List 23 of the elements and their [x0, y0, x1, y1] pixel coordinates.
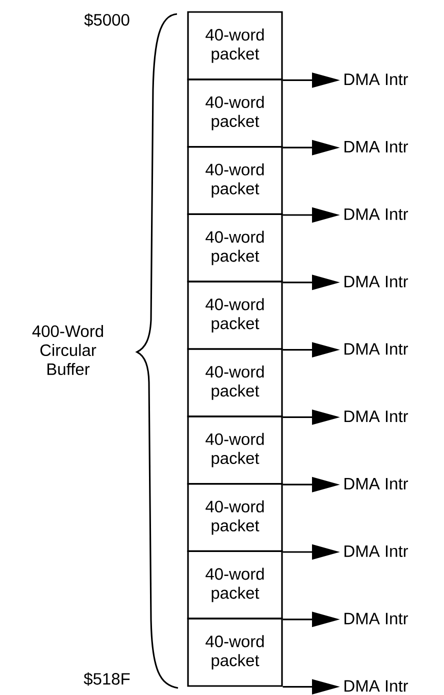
packet-box: 40-word packet — [187, 11, 283, 80]
packet-box: 40-word packet — [187, 416, 283, 485]
interrupt-label: DMA Intr — [344, 208, 408, 220]
packet-box: 40-word packet — [187, 348, 283, 418]
packet-box: 40-word packet — [187, 146, 283, 215]
interrupt-label: DMA Intr — [344, 680, 408, 692]
address-label: $5000 — [84, 13, 130, 27]
interrupt-label: DMA Intr — [344, 276, 408, 288]
interrupt-label: DMA Intr — [344, 74, 408, 86]
interrupt-label: DMA Intr — [344, 410, 408, 422]
buffer-label: 400-Word Circular Buffer — [32, 324, 103, 376]
packet-box: 40-word packet — [187, 618, 283, 687]
packet-box: 40-word packet — [187, 213, 283, 282]
interrupt-label: DMA Intr — [344, 343, 408, 355]
packet-box: 40-word packet — [187, 550, 283, 620]
packet-box: 40-word packet — [187, 280, 283, 350]
packet-box: 40-word packet — [187, 78, 283, 148]
interrupt-label: DMA Intr — [344, 478, 408, 490]
packet-box: 40-word packet — [187, 483, 283, 552]
interrupt-label: DMA Intr — [344, 545, 408, 557]
address-label: $518F — [84, 672, 130, 686]
interrupt-label: DMA Intr — [344, 141, 408, 153]
interrupt-label: DMA Intr — [344, 612, 408, 624]
